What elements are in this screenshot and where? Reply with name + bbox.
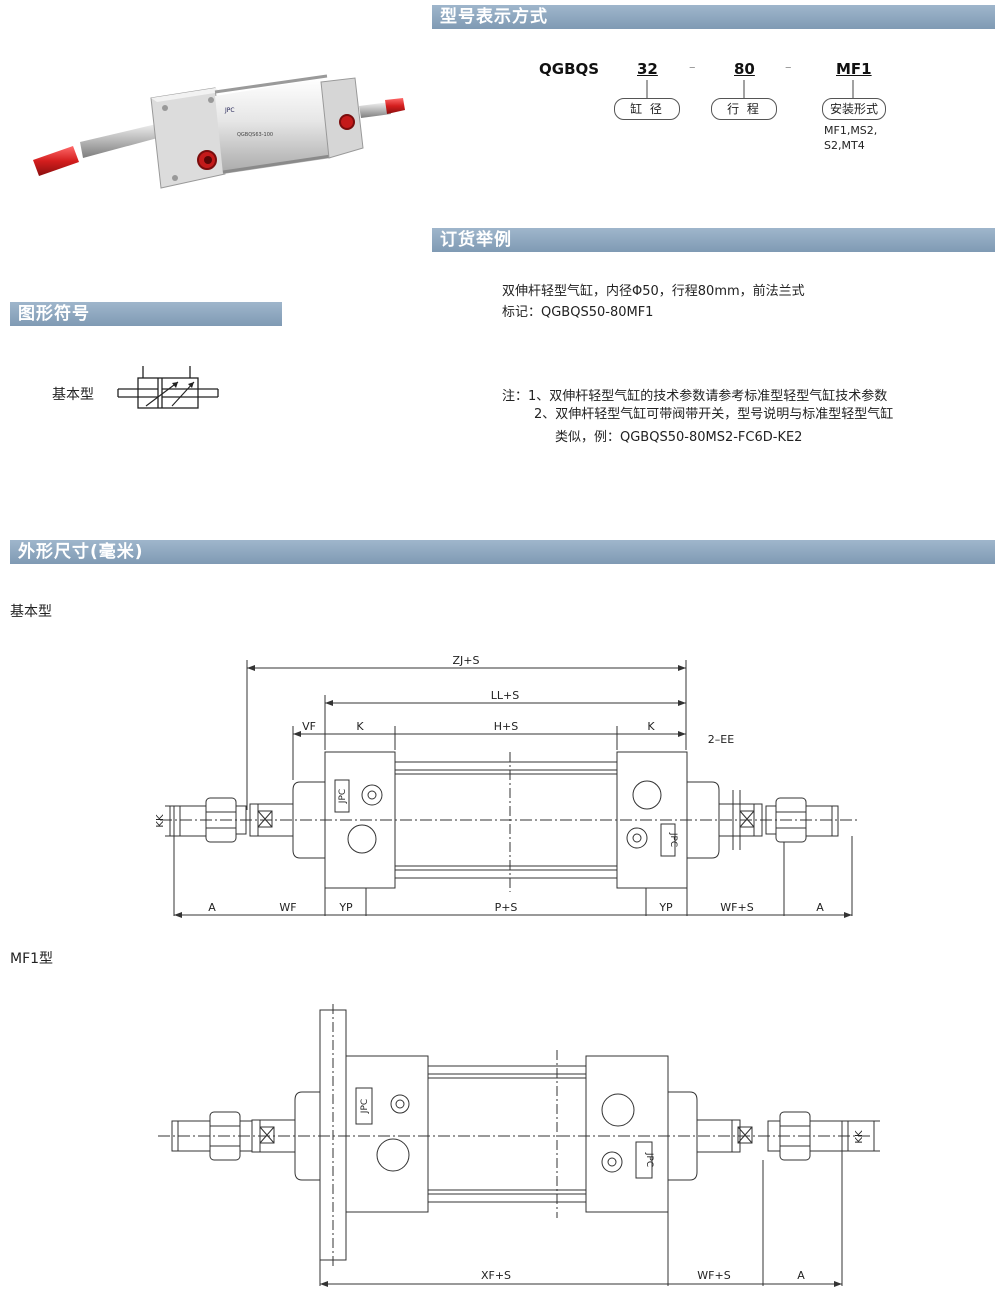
svg-text:H+S: H+S xyxy=(494,720,518,733)
product-model-label: QGBQS63-100 xyxy=(237,132,273,138)
model-mount: MF1 xyxy=(836,60,872,78)
svg-text:2–EE: 2–EE xyxy=(708,733,734,746)
svg-text:QGBQS63-100: QGBQS63-100 xyxy=(237,132,273,138)
dim-k-right: K xyxy=(647,720,655,733)
cylinder-product-image: JPC QGBQS63-100 xyxy=(33,74,405,189)
mount-label-pill: 安装形式 xyxy=(822,98,886,120)
dim2-kk: KK xyxy=(854,1130,865,1144)
svg-text:A: A xyxy=(208,901,216,914)
svg-text:K: K xyxy=(356,720,364,733)
note-line2: 2、双伸杆轻型气缸可带阀带开关，型号说明与标准型轻型气缸 xyxy=(534,407,894,422)
dim-2-ee: 2–EE xyxy=(708,733,734,746)
dim-yp-right: YP xyxy=(658,901,673,914)
model-connector-lines xyxy=(646,80,854,98)
dim-a-right: A xyxy=(816,901,824,914)
svg-text:VF: VF xyxy=(302,720,316,733)
svg-text:JPC: JPC xyxy=(668,832,678,847)
mount-options-line1: MF1,MS2, xyxy=(824,124,878,137)
model-dash-2: – xyxy=(785,60,792,75)
bore-label-pill: 缸 径 xyxy=(614,98,680,120)
drawing2-brand-right: JPC xyxy=(644,1152,654,1167)
section-title-order: 订货举例 xyxy=(440,230,512,250)
svg-text:A: A xyxy=(816,901,824,914)
drawing1-title: 基本型 xyxy=(10,604,52,620)
svg-text:WF+S: WF+S xyxy=(697,1269,730,1282)
section-bar-dims: 外形尺寸(毫米) xyxy=(10,540,995,564)
cylinder-symbol-icon xyxy=(117,366,219,409)
section-title-model: 型号表示方式 xyxy=(440,7,548,27)
dim-k-left: K xyxy=(356,720,364,733)
section-bar-symbol: 图形符号 xyxy=(10,302,282,326)
model-prefix: QGBQS xyxy=(539,60,600,78)
mount-options-line2: S2,MT4 xyxy=(824,139,865,152)
svg-text:LL+S: LL+S xyxy=(491,689,519,702)
dim-yp-left: YP xyxy=(338,901,353,914)
drawing1-brand-left: JPC xyxy=(338,789,348,804)
svg-text:A: A xyxy=(797,1269,805,1282)
svg-text:K: K xyxy=(647,720,655,733)
drawing2-brand-left: JPC xyxy=(360,1099,370,1114)
order-example-line2: 标记：QGBQS50-80MF1 xyxy=(502,305,654,320)
section-title-symbol: 图形符号 xyxy=(18,304,90,324)
model-bore: 32 xyxy=(637,60,658,78)
svg-text:KK: KK xyxy=(155,814,166,828)
dim-ll-s: LL+S xyxy=(491,689,519,702)
svg-text:YP: YP xyxy=(338,901,353,914)
section-bar-model: 型号表示方式 xyxy=(432,5,995,29)
svg-text:YP: YP xyxy=(658,901,673,914)
model-dash-1: – xyxy=(689,60,696,75)
dim-vf: VF xyxy=(302,720,316,733)
model-stroke: 80 xyxy=(734,60,755,78)
dim-p-s: P+S xyxy=(495,901,518,914)
product-brand-label: JPC xyxy=(224,107,235,114)
dim-wf: WF xyxy=(279,901,296,914)
svg-text:JPC: JPC xyxy=(338,789,348,804)
note-line1: 注：1、双伸杆轻型气缸的技术参数请参考标准型轻型气缸技术参数 xyxy=(502,389,888,404)
dim2-wf-s: WF+S xyxy=(697,1269,730,1282)
drawing2-mf1: XF+S WF+S A KK JPC JPC xyxy=(158,1004,880,1287)
drawing1-brand-right: JPC xyxy=(668,832,678,847)
dim-h-s: H+S xyxy=(494,720,518,733)
dim-wf-s: WF+S xyxy=(720,901,753,914)
svg-text:JPC: JPC xyxy=(360,1099,370,1114)
svg-text:XF+S: XF+S xyxy=(481,1269,511,1282)
symbol-label: 基本型 xyxy=(52,387,94,403)
dim2-a: A xyxy=(797,1269,805,1282)
svg-text:KK: KK xyxy=(854,1130,865,1144)
dim-xf-s: XF+S xyxy=(481,1269,511,1282)
note-line3: 类似，例：QGBQS50-80MS2-FC6D-KE2 xyxy=(555,430,803,445)
svg-text:P+S: P+S xyxy=(495,901,518,914)
svg-text:JPC: JPC xyxy=(644,1152,654,1167)
dim-a-left: A xyxy=(208,901,216,914)
dim-zj-s: ZJ+S xyxy=(453,654,480,667)
drawing2-title: MF1型 xyxy=(10,951,54,967)
svg-text:WF+S: WF+S xyxy=(720,901,753,914)
order-example-line1: 双伸杆轻型气缸，内径Φ50，行程80mm，前法兰式 xyxy=(502,284,805,299)
svg-text:ZJ+S: ZJ+S xyxy=(453,654,480,667)
svg-text:JPC: JPC xyxy=(224,107,235,114)
stroke-label-pill: 行 程 xyxy=(711,98,777,120)
drawing1-basic: ZJ+S LL+S VF K H+S K 2–EE A WF YP P+S YP… xyxy=(155,654,860,918)
section-bar-order: 订货举例 xyxy=(432,228,995,252)
section-title-dims: 外形尺寸(毫米) xyxy=(18,542,144,562)
svg-text:WF: WF xyxy=(279,901,296,914)
dim-kk: KK xyxy=(155,814,166,828)
